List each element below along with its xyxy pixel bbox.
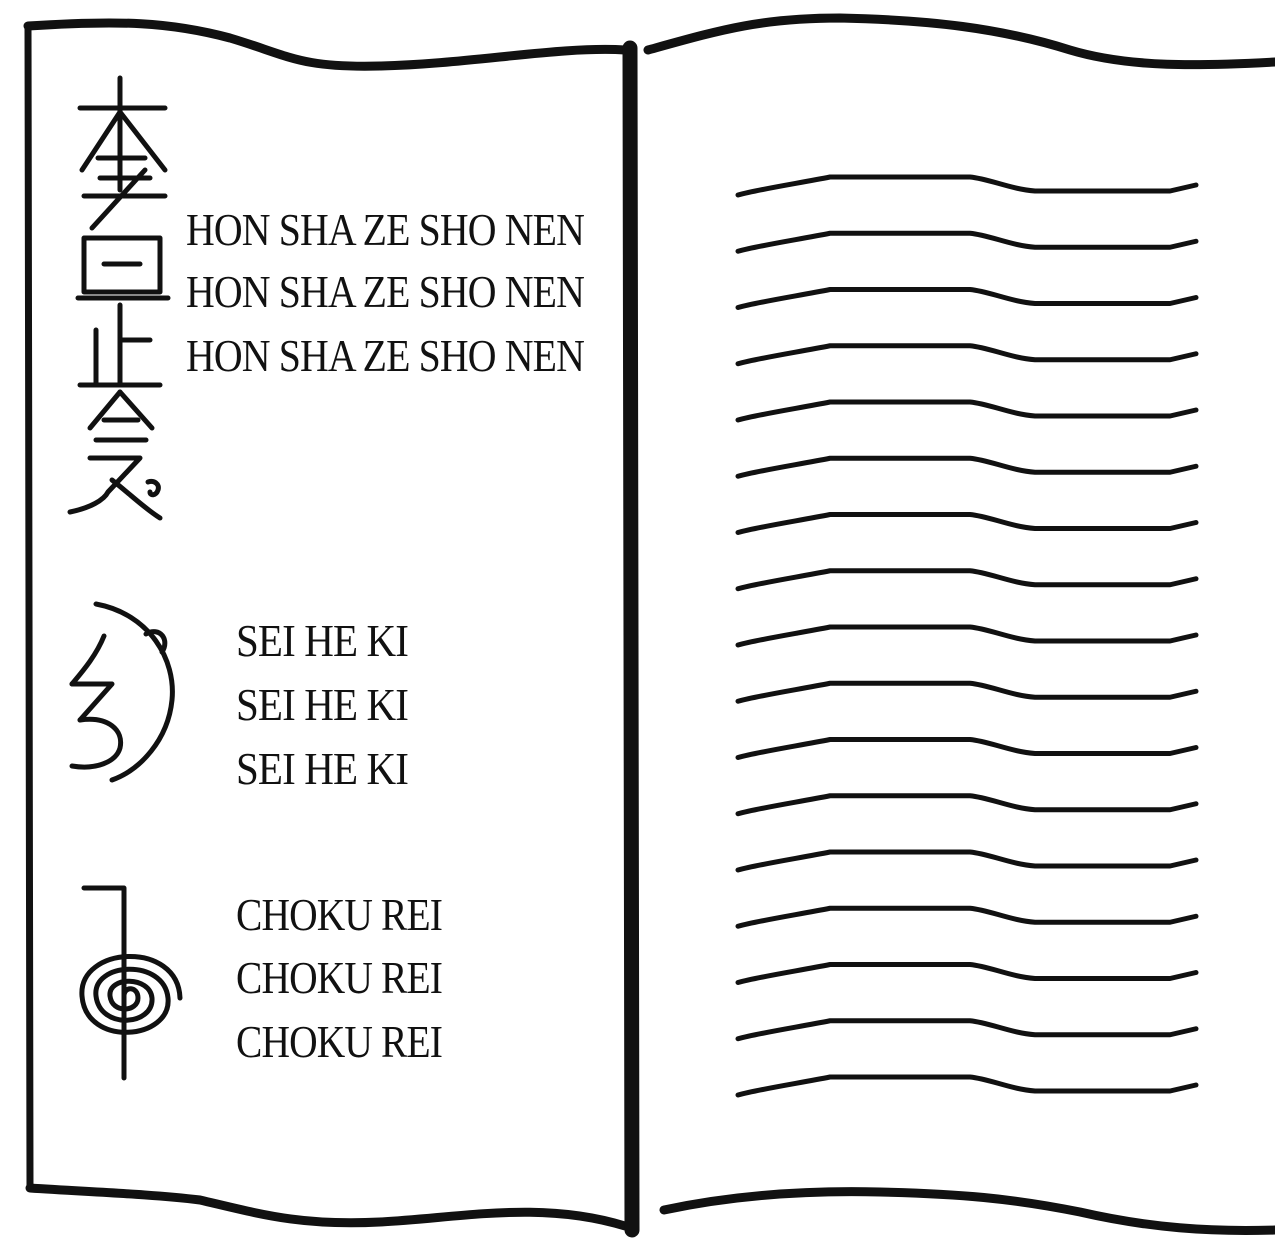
placeholder-text-line — [738, 515, 1196, 533]
sei-he-ki-line-3: SEI HE KI — [236, 743, 408, 794]
placeholder-text-line — [738, 290, 1196, 308]
left-page-top-edge — [28, 23, 625, 66]
sei-he-ki-line-1: SEI HE KI — [236, 615, 408, 666]
placeholder-text-line — [738, 683, 1196, 701]
book-spine — [630, 48, 632, 1230]
left-page-bottom-edge — [30, 1188, 625, 1226]
left-page-outer-border — [28, 26, 30, 1188]
placeholder-text-line — [738, 627, 1196, 645]
placeholder-text-line — [738, 458, 1196, 476]
placeholder-text-line — [738, 1077, 1196, 1095]
placeholder-text-line — [738, 1021, 1196, 1039]
sei-he-ki-symbol-icon — [72, 604, 172, 780]
choku-rei-symbol-icon — [82, 888, 180, 1078]
right-page — [648, 18, 1275, 1230]
placeholder-text-line — [738, 852, 1196, 870]
choku-rei-line-1: CHOKU REI — [236, 889, 442, 940]
sei-he-ki-text: SEI HE KI SEI HE KI SEI HE KI — [236, 615, 408, 794]
sei-he-ki-line-2: SEI HE KI — [236, 679, 408, 730]
hon-sha-ze-sho-nen-line-1: HON SHA ZE SHO NEN — [186, 204, 585, 255]
placeholder-text-line — [738, 908, 1196, 926]
hon-sha-ze-sho-nen-symbol-icon — [70, 78, 168, 518]
placeholder-text-line — [738, 402, 1196, 420]
choku-rei-line-3: CHOKU REI — [236, 1016, 442, 1067]
placeholder-text-line — [738, 796, 1196, 814]
placeholder-text-line — [738, 177, 1196, 195]
hon-sha-ze-sho-nen-line-2: HON SHA ZE SHO NEN — [186, 266, 585, 317]
right-page-top-edge — [648, 18, 1275, 65]
choku-rei-line-2: CHOKU REI — [236, 952, 442, 1003]
right-page-text-lines — [738, 177, 1196, 1095]
placeholder-text-line — [738, 233, 1196, 251]
choku-rei-text: CHOKU REI CHOKU REI CHOKU REI — [236, 889, 442, 1067]
placeholder-text-line — [738, 965, 1196, 983]
hon-sha-ze-sho-nen-line-3: HON SHA ZE SHO NEN — [186, 330, 585, 381]
hon-sha-ze-sho-nen-text: HON SHA ZE SHO NEN HON SHA ZE SHO NEN HO… — [186, 204, 585, 381]
placeholder-text-line — [738, 571, 1196, 589]
placeholder-text-line — [738, 346, 1196, 364]
placeholder-text-line — [738, 740, 1196, 758]
right-page-bottom-edge — [664, 1192, 1275, 1231]
